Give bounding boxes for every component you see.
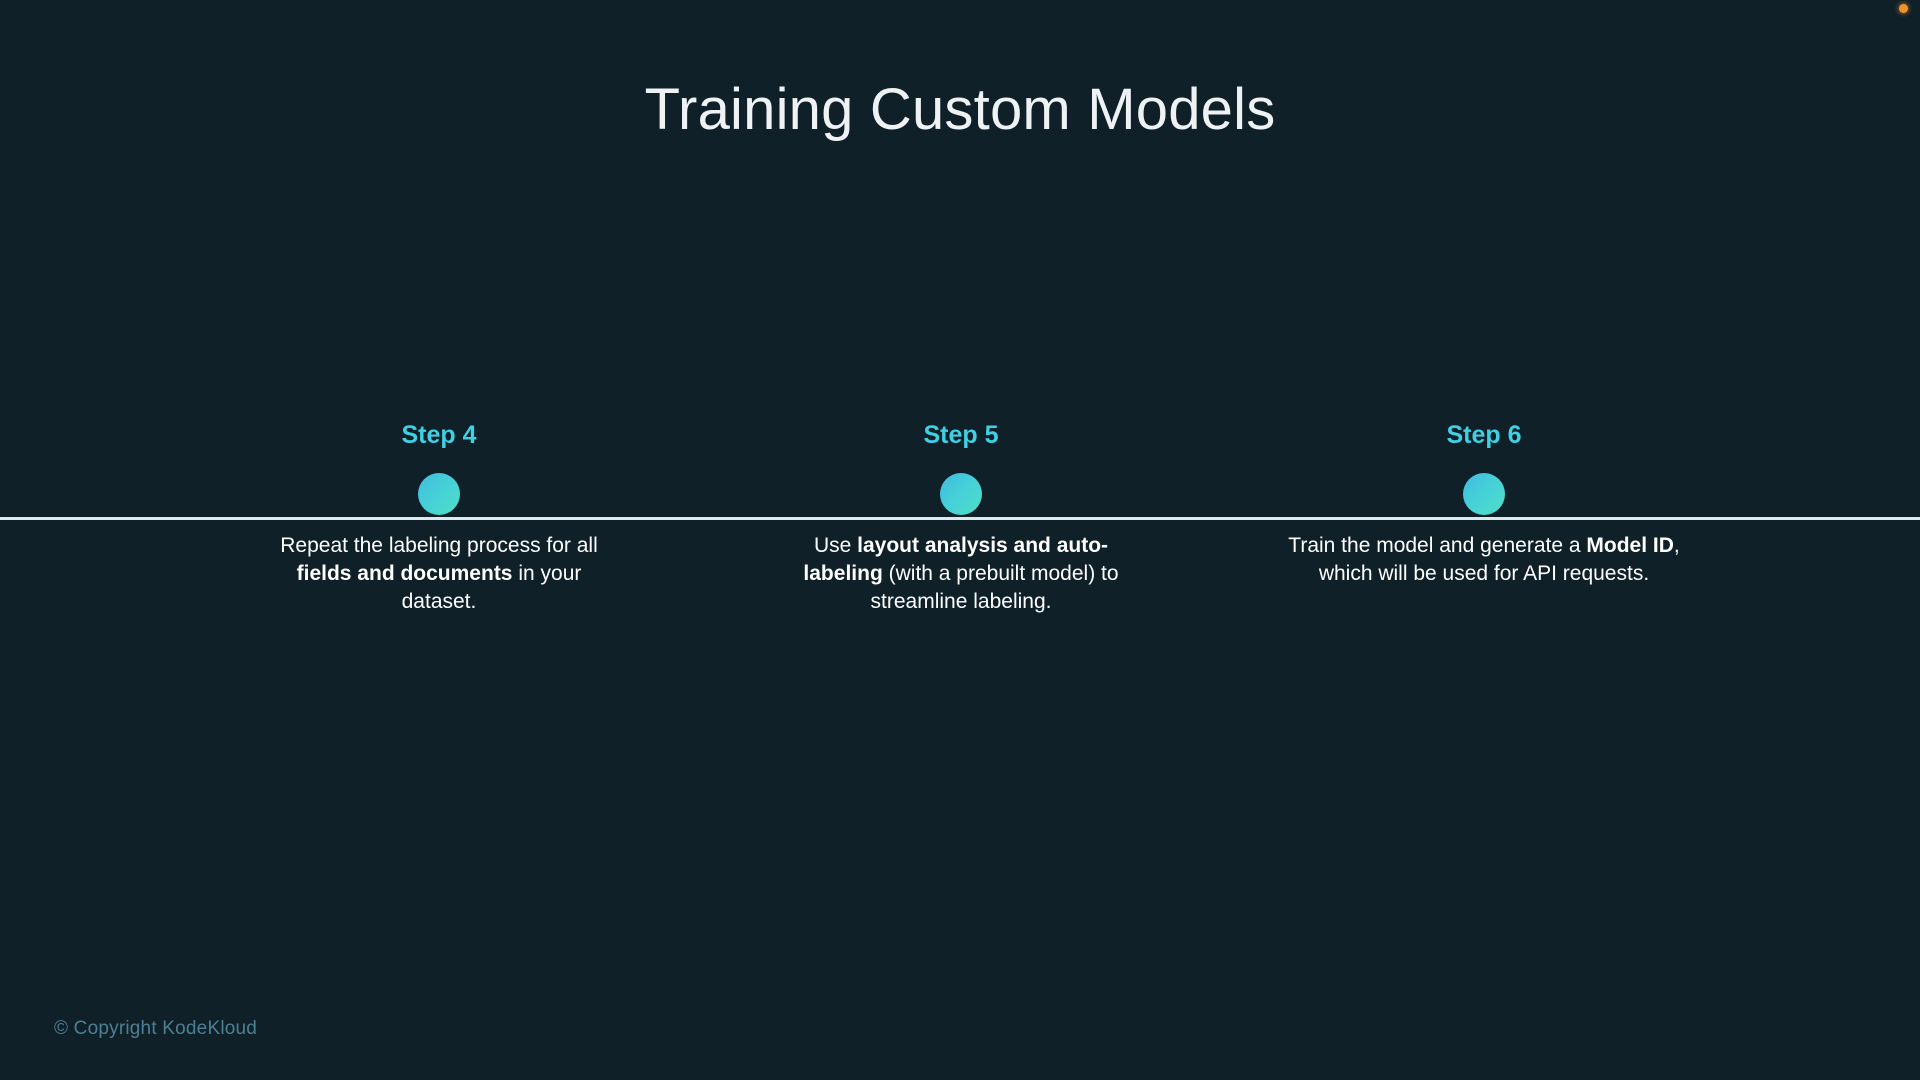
step-description: Use layout analysis and auto-labeling (w… bbox=[803, 534, 1119, 614]
timeline-axis-line bbox=[0, 517, 1920, 520]
step-marker-circle-icon bbox=[940, 473, 982, 515]
step-node-wrapper bbox=[229, 456, 649, 532]
timeline-step-5: Step 5 Use layout analysis and auto-labe… bbox=[751, 420, 1171, 616]
step-node-wrapper bbox=[751, 456, 1171, 532]
step-node-wrapper bbox=[1274, 456, 1694, 532]
step-marker-circle-icon bbox=[1463, 473, 1505, 515]
step-marker-circle-icon bbox=[418, 473, 460, 515]
copyright-notice: © Copyright KodeKloud bbox=[54, 1018, 258, 1039]
step-label: Step 4 bbox=[401, 421, 477, 449]
step-description: Repeat the labeling process for all fiel… bbox=[280, 534, 598, 614]
step-label: Step 5 bbox=[923, 421, 999, 449]
recording-status-dot bbox=[1899, 4, 1908, 13]
timeline-step-4: Step 4 Repeat the labeling process for a… bbox=[229, 420, 649, 616]
step-label: Step 6 bbox=[1446, 421, 1522, 449]
step-description: Train the model and generate a Model ID,… bbox=[1288, 534, 1680, 586]
timeline-step-6: Step 6 Train the model and generate a Mo… bbox=[1274, 420, 1694, 588]
page-title: Training Custom Models bbox=[644, 77, 1276, 142]
